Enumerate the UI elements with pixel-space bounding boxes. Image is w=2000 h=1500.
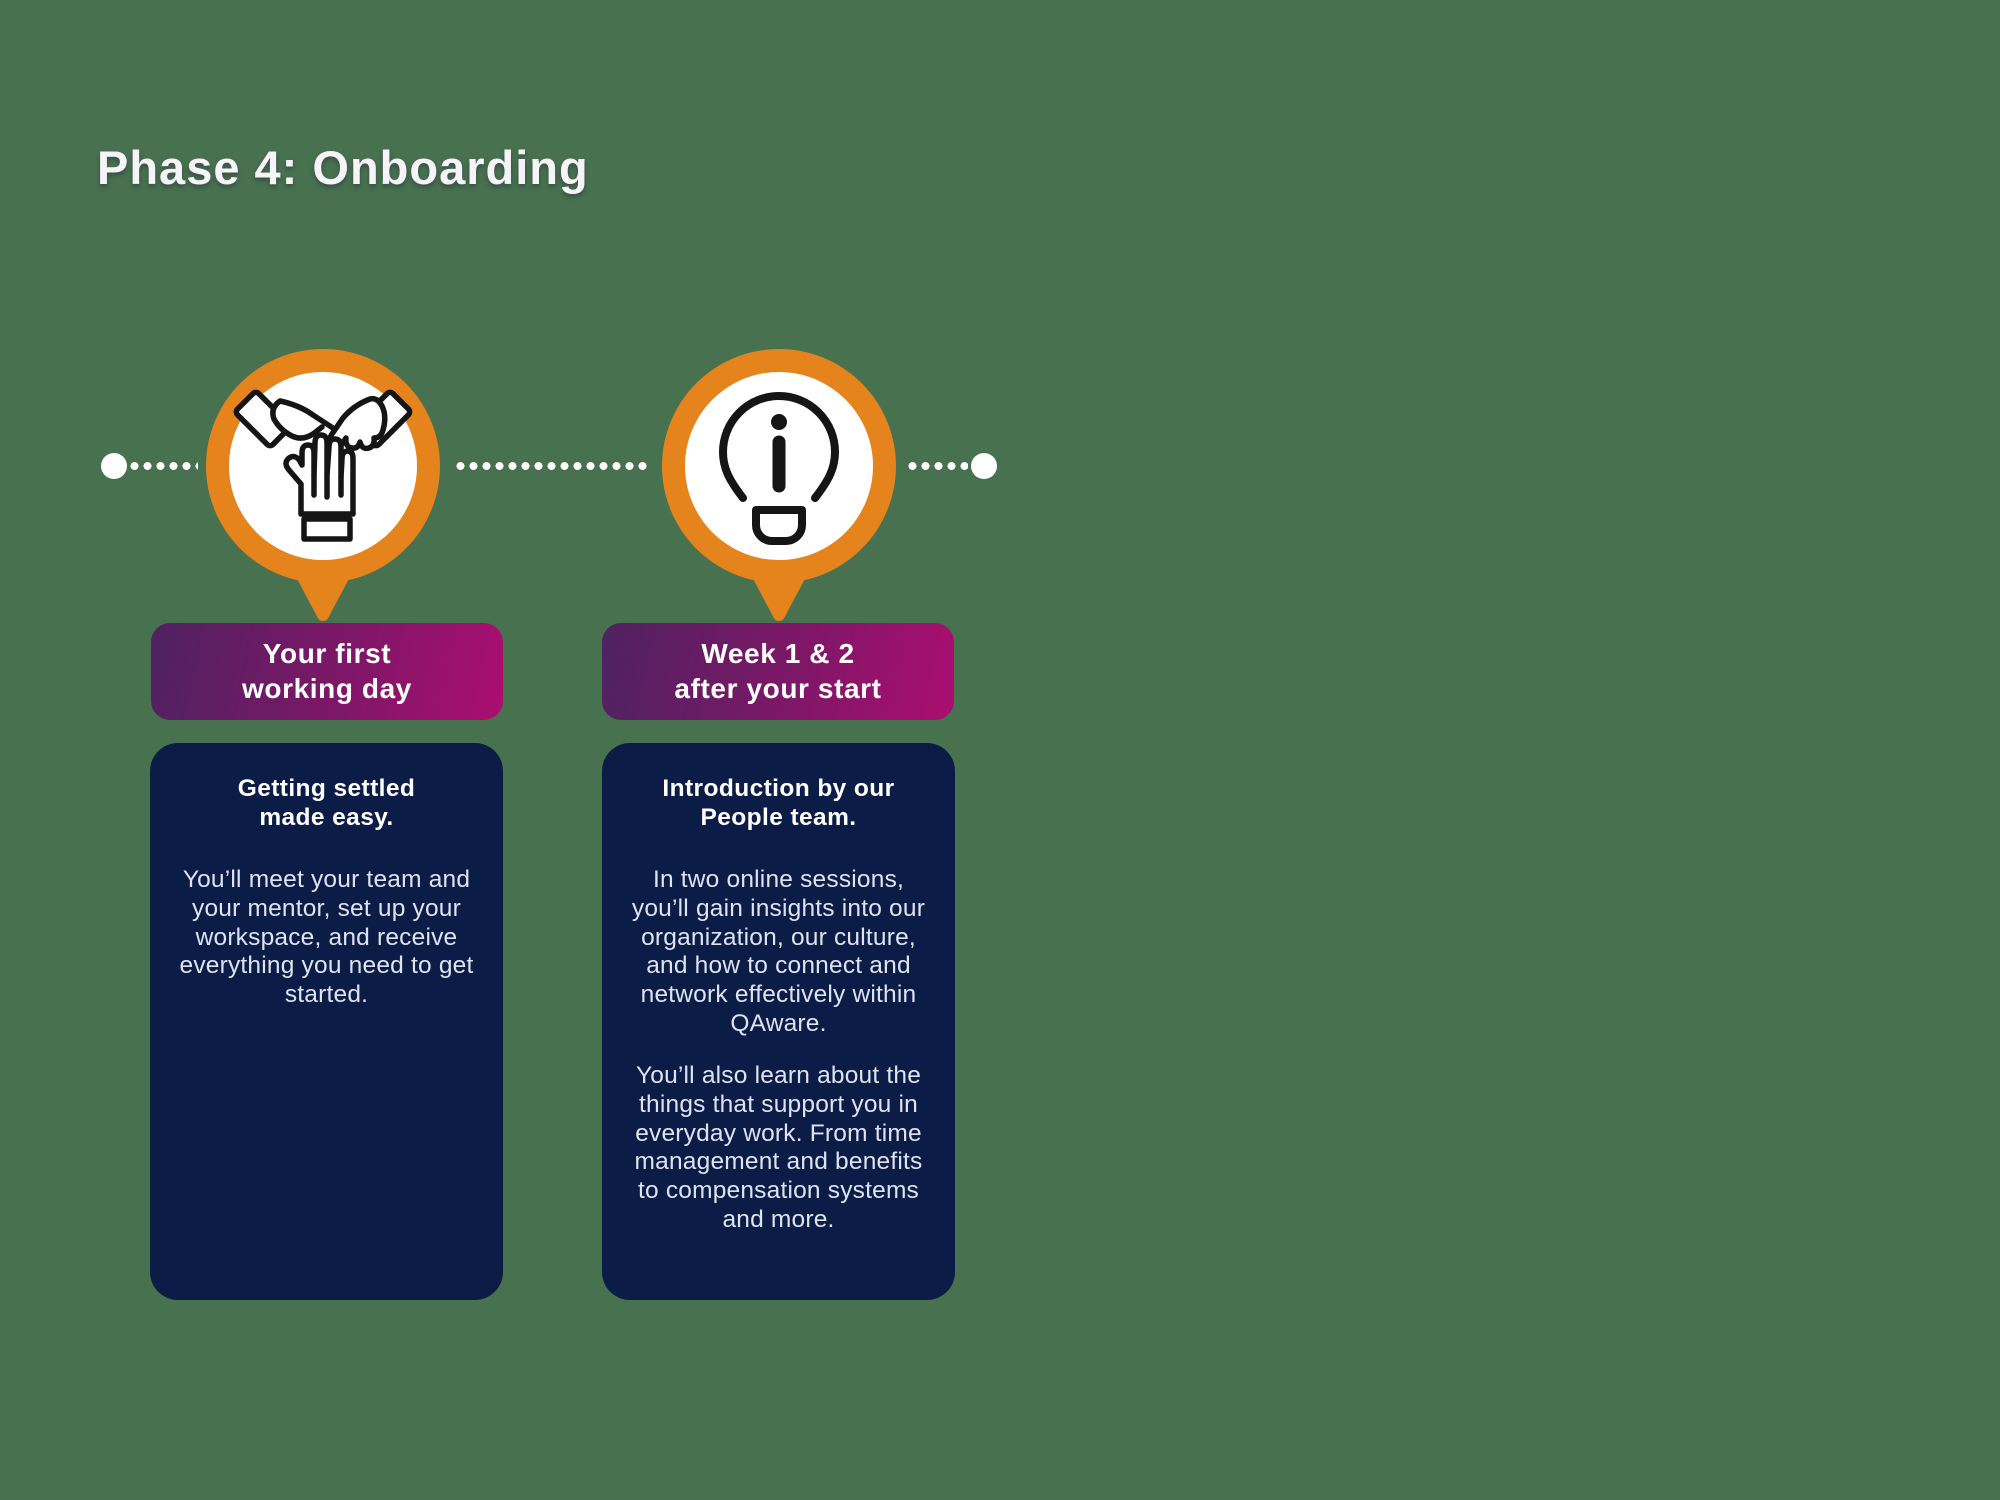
timeline-dotted-line <box>454 462 649 470</box>
badge-label: Week 1 & 2 after your start <box>674 638 882 704</box>
timeline-pin-week-1-2 <box>662 349 896 621</box>
card-paragraph: You’ll also learn about the things that … <box>634 1062 923 1233</box>
card-paragraph: In two online sessions, you’ll gain insi… <box>631 866 926 1037</box>
badge-first-working-day: Your first working day <box>151 623 503 720</box>
card-first-working-day: Getting settled made easy. You’ll meet y… <box>150 743 503 1300</box>
card-heading: Getting settled made easy. <box>237 775 416 831</box>
badge-label: Your first working day <box>242 638 412 704</box>
card-paragraph: You’ll meet your team and your mentor, s… <box>179 866 474 1008</box>
timeline-dotted-line <box>128 462 198 470</box>
card-heading: Introduction by our People team. <box>662 775 895 831</box>
team-hands-icon <box>233 389 413 542</box>
badge-week-1-2: Week 1 & 2 after your start <box>602 623 954 720</box>
timeline-start-dot <box>101 453 127 479</box>
timeline-end-dot <box>971 453 997 479</box>
info-lightbulb-icon <box>719 392 839 545</box>
card-week-1-2: Introduction by our People team. In two … <box>602 743 955 1300</box>
timeline-dotted-line <box>906 462 968 470</box>
timeline-pin-first-day <box>206 349 440 621</box>
page-title: Phase 4: Onboarding <box>97 141 589 194</box>
